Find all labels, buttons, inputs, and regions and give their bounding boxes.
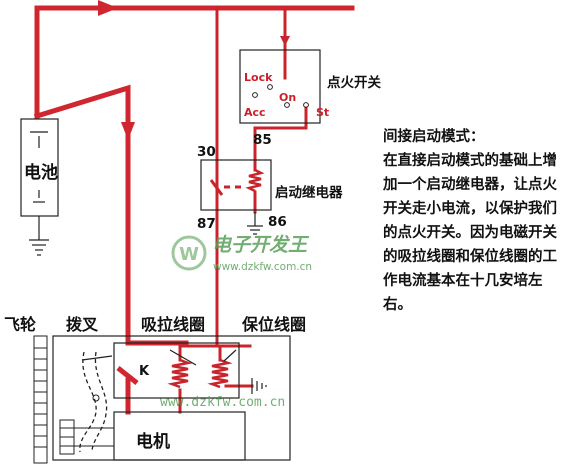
k-contact-blade: [116, 366, 139, 385]
switch-pos-st: St: [316, 106, 329, 119]
hold-coil-pointer: [223, 349, 237, 362]
description-title: 间接启动模式：: [383, 129, 485, 145]
arrow-down-icon: [121, 122, 135, 140]
flywheel-label: 飞轮: [4, 315, 36, 334]
motor-box: [113, 411, 246, 461]
switch-pos-on: On: [279, 91, 296, 104]
st-to-85-wire: [253, 106, 308, 162]
switch-terminal-on: [284, 102, 290, 108]
k-contact-label: K: [139, 364, 150, 379]
relay-pin-87: 87: [197, 216, 216, 232]
fork-label: 拨叉: [66, 315, 99, 334]
hold-coil-ground-icon: [251, 378, 267, 394]
switch-terminal-acc: [252, 92, 258, 98]
solenoid-box: [113, 342, 240, 399]
ignition-switch-label: 点火开关: [327, 74, 381, 91]
pinion-gear-icon: [59, 419, 115, 455]
watermark-logo-icon: W: [171, 235, 207, 271]
shift-fork-icon: [79, 351, 97, 453]
hold-coil-icon: [207, 358, 233, 389]
relay-pin-85: 85: [253, 132, 272, 148]
battery-ground-icon: [29, 216, 49, 256]
watermark-brand: 电子开发王: [212, 234, 310, 256]
relay-coil-icon: [245, 168, 265, 193]
relay-ground-icon: [247, 212, 263, 235]
hold-coil-label: 保位线圈: [241, 315, 306, 334]
relay-contact-icon: [209, 179, 224, 196]
shift-fork-edge: [91, 351, 108, 453]
motor-label: 电机: [136, 431, 170, 452]
pull-coil-icon: [167, 358, 193, 389]
switch-pos-acc: Acc: [244, 106, 266, 119]
fork-link-line: [81, 355, 113, 361]
switch-arrow-down-icon: [280, 36, 290, 46]
switch-terminal-lock: [267, 84, 273, 90]
battery-to-starter-wire: [33, 84, 131, 346]
ignition-switch-box: [239, 49, 321, 124]
arrow-right-icon: [98, 0, 118, 16]
description-body: 在直接启动模式的基础上增加一个启动继电器，让点火开关走小电流，以保护我们的点火开…: [383, 153, 557, 313]
fork-pivot-icon: [92, 394, 100, 402]
main-wires: [33, 5, 355, 415]
battery-box: [20, 118, 59, 217]
watermark-url-small: www.dzkfw.com.cn: [213, 261, 312, 273]
battery-label: 电池: [24, 162, 58, 183]
relay-label: 启动继电器: [275, 184, 343, 201]
relay-pin-86: 86: [268, 214, 287, 230]
switch-pos-lock: Lock: [244, 71, 273, 84]
watermark-url-large: www.dzkfw.com.cn: [160, 395, 285, 410]
battery-symbol-icon: [30, 131, 48, 203]
flywheel-icon: [33, 335, 48, 464]
relay-box: [200, 159, 272, 211]
relay-pin-30: 30: [197, 144, 216, 160]
pull-coil-pointer: [169, 349, 197, 366]
switch-terminal-st: [303, 102, 309, 108]
description-panel: 间接启动模式： 在直接启动模式的基础上增加一个启动继电器，让点火开关走小电流，以…: [383, 125, 569, 317]
pull-coil-label: 吸拉线圈: [141, 315, 205, 334]
svg-text:W: W: [179, 244, 199, 265]
